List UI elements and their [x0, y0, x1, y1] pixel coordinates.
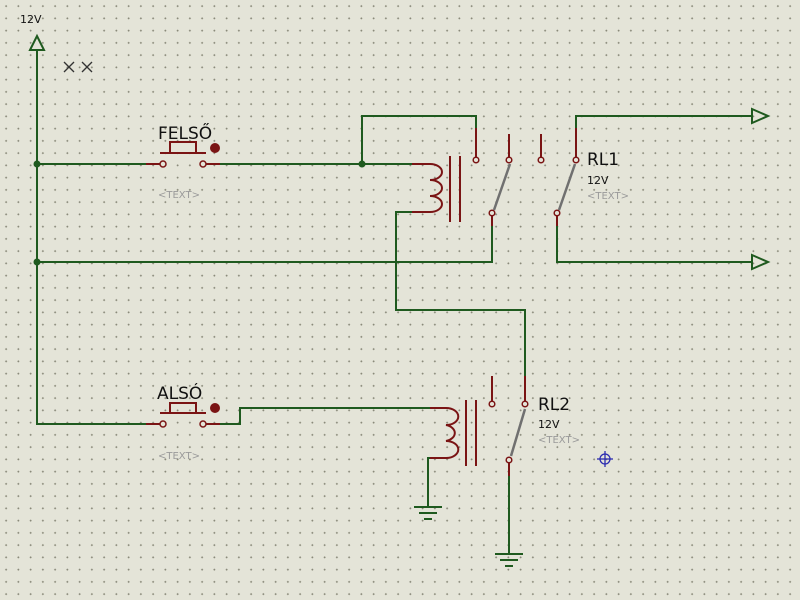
- pushbutton-felso-placeholder: <TEXT>: [158, 190, 200, 201]
- relay-rl1-blade-2: [557, 163, 577, 211]
- ground-symbol-contact-icon[interactable]: [495, 553, 523, 567]
- relay-rl2-voltage: 12V: [538, 418, 560, 431]
- power-terminal-12v[interactable]: 12V: [20, 13, 46, 425]
- relay-rl2[interactable]: RL2 12V <TEXT>: [430, 376, 580, 476]
- relay-rl1[interactable]: RL1 12V <TEXT>: [412, 128, 629, 226]
- relay-rl1-coil[interactable]: [412, 163, 443, 213]
- relay-rl1-label: RL1: [587, 150, 619, 170]
- pushbutton-felso-label: FELSŐ: [158, 122, 212, 144]
- output-terminal-top[interactable]: [751, 107, 771, 125]
- relay-rl1-blade-1: [492, 163, 512, 211]
- relay-rl2-label: RL2: [538, 395, 570, 415]
- relay-rl1-placeholder: <TEXT>: [587, 191, 629, 202]
- ground-symbol-coil-icon[interactable]: [414, 506, 442, 520]
- cross-markers-icon: [63, 61, 93, 73]
- pushbutton-also-indicator-icon[interactable]: [210, 403, 220, 413]
- junction-dots: [33, 160, 366, 266]
- output-terminal-bottom[interactable]: [751, 253, 771, 271]
- pushbutton-also-label: ALSÓ: [157, 382, 202, 404]
- pushbutton-felso[interactable]: FELSŐ <TEXT>: [146, 122, 220, 201]
- relay-rl1-voltage: 12V: [587, 174, 609, 187]
- power-label: 12V: [20, 13, 42, 26]
- pushbutton-also[interactable]: ALSÓ <TEXT>: [146, 382, 220, 462]
- relay-rl2-blade: [509, 408, 527, 457]
- pushbutton-felso-indicator-icon[interactable]: [210, 143, 220, 153]
- crosshair-probe-icon[interactable]: [597, 451, 613, 467]
- wires: [36, 115, 753, 553]
- pushbutton-also-placeholder: <TEXT>: [158, 451, 200, 462]
- relay-rl2-placeholder: <TEXT>: [538, 435, 580, 446]
- relay-rl2-coil[interactable]: [430, 407, 460, 459]
